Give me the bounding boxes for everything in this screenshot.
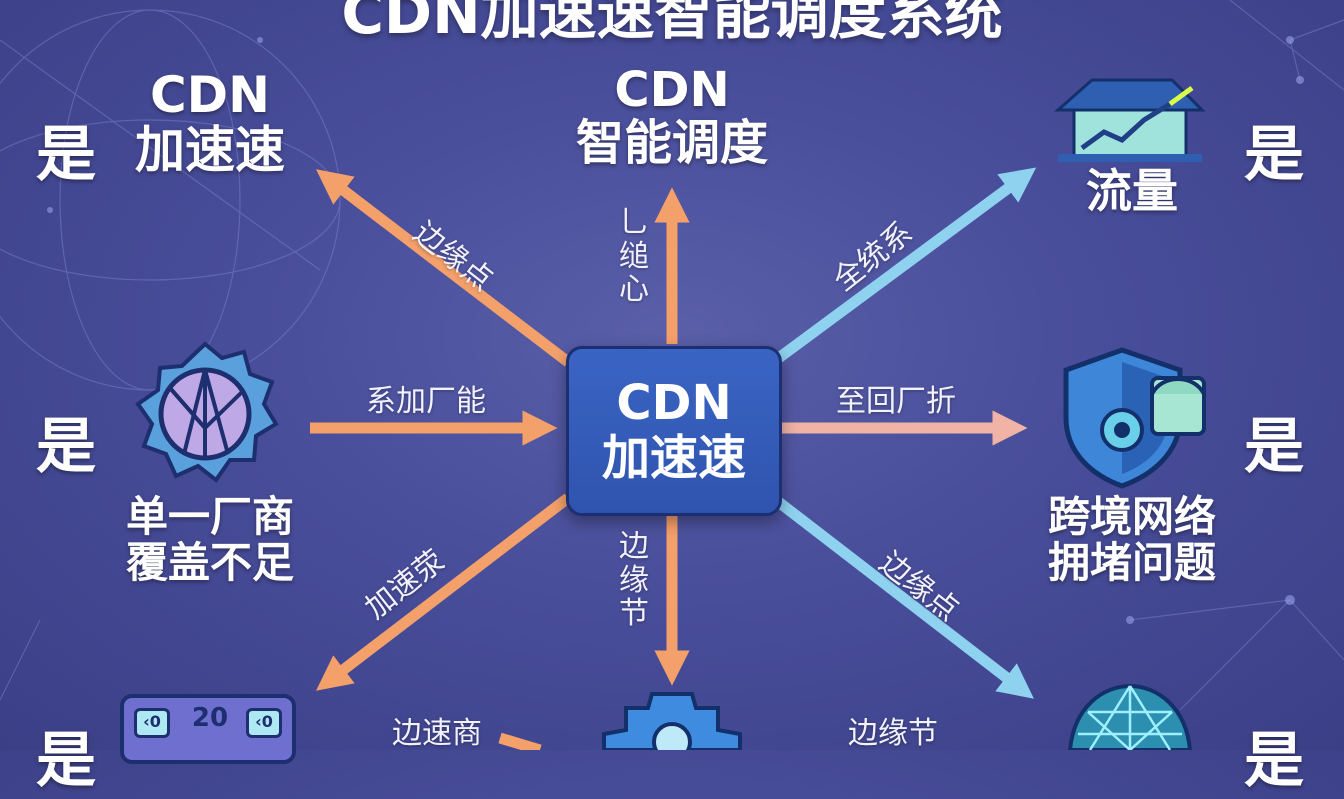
edge-label-up-vertical-3: 心 <box>619 272 649 308</box>
top-right-node-label: 流量 <box>1086 164 1178 218</box>
center-node-line1: CDN <box>616 374 732 431</box>
geodesic-dome-icon <box>1067 683 1193 750</box>
mid-right-node: 跨境网络 拥堵问题 <box>1032 492 1232 588</box>
side-label-left-mid: 是 <box>36 412 96 482</box>
center-node-line2: 加速速 <box>601 430 746 486</box>
side-label-right-top: 是 <box>1244 120 1304 190</box>
diagram-title: CDN加速速智能调度系统 <box>341 0 1003 47</box>
edge-label-up-vertical: 乚 缒 心 <box>614 206 654 307</box>
gear-aperture-icon <box>135 341 279 483</box>
side-label-left-top: 是 <box>36 120 96 190</box>
edge-label-bottom-right: 边缘节 <box>848 716 938 751</box>
side-label-right-bottom: 是 <box>1244 726 1304 796</box>
speed-panel-icon: ‹0 20 ‹0 <box>120 694 296 764</box>
house-chart-icon <box>1054 78 1206 162</box>
edge-label-up-vertical-2: 缒 <box>619 238 649 274</box>
arrow-down-left <box>316 493 572 691</box>
edge-label-bottom-left: 边速商 <box>392 716 482 751</box>
arrow-up-right <box>772 167 1037 365</box>
gear-icon <box>602 692 742 750</box>
speed-panel-badge: 20 <box>191 703 229 733</box>
top-center-node-line2: 智能调度 <box>575 114 768 171</box>
arrow-bottom-left <box>498 732 542 750</box>
top-left-node-line1: CDN <box>149 66 271 124</box>
edge-label-left: 系加厂能 <box>366 384 486 419</box>
top-left-node: CDN 加速速 <box>120 68 300 178</box>
top-left-node-line2: 加速速 <box>135 121 285 179</box>
top-center-node-line1: CDN <box>614 62 730 118</box>
mid-left-node-line2: 覆盖不足 <box>125 538 294 588</box>
arrow-down-right <box>772 495 1034 699</box>
edge-label-down-vertical-3: 节 <box>619 596 649 632</box>
arrow-layer <box>310 167 1037 750</box>
speed-panel-right-glyph: ‹0 <box>246 708 282 738</box>
arrow-up-left <box>316 169 572 367</box>
edge-label-down-vertical-1: 边 <box>619 529 649 564</box>
mid-left-node: 单一厂商 覆盖不足 <box>110 492 310 588</box>
edge-label-down-vertical-2: 缘 <box>619 562 649 598</box>
shield-gear-icon <box>1063 347 1206 489</box>
top-center-node: CDN 智能调度 <box>560 64 784 170</box>
mid-right-node-line1: 跨境网络 <box>1047 492 1216 541</box>
speed-panel-left-glyph: ‹0 <box>134 708 170 738</box>
side-label-right-mid: 是 <box>1244 412 1304 482</box>
side-label-left-bottom: 是 <box>36 726 96 796</box>
mid-right-node-line2: 拥堵问题 <box>1047 538 1216 588</box>
center-node: CDN 加速速 <box>566 346 782 516</box>
mid-left-node-line1: 单一厂商 <box>125 492 294 541</box>
edge-label-right: 至回厂折 <box>836 384 956 419</box>
edge-label-up-vertical-1: 乚 <box>619 205 649 240</box>
edge-label-down-vertical: 边 缘 节 <box>614 530 654 631</box>
